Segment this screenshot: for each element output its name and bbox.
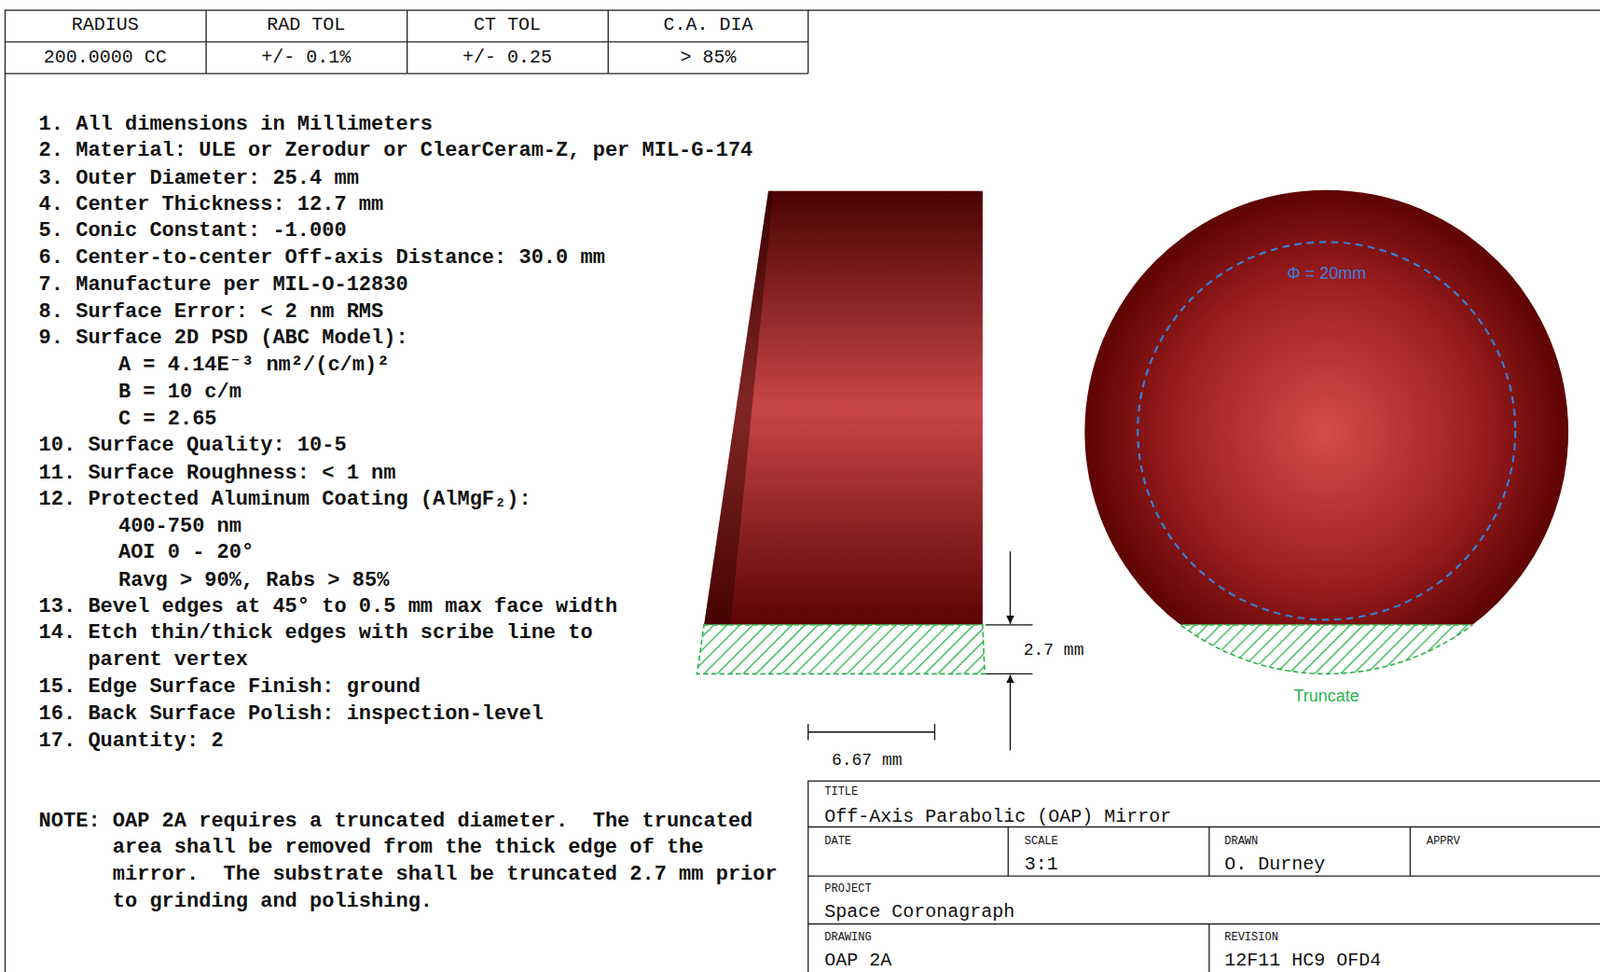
spec-note: 16. Back Surface Polish: inspection-leve… (39, 701, 544, 729)
title-block-heading: APPRV (1426, 827, 1461, 855)
title-block-heading: DATE (824, 827, 852, 855)
spec-note: 2. Material: ULE or Zerodur or ClearCera… (39, 137, 754, 166)
title-block-value: Space Coronagraph (824, 898, 1015, 926)
title-block-heading: DRAWN (1224, 827, 1258, 855)
table-cell: +/- 0.25 (462, 44, 552, 72)
title-block-value: 3:1 (1024, 851, 1059, 879)
table-cell: C.A. DIA (662, 12, 753, 40)
dimension-lines (808, 551, 1034, 750)
title-block-heading: PROJECT (824, 875, 871, 903)
title-block-heading: TITLE (824, 778, 858, 806)
title-block-value: Off-Axis Parabolic (OAP) Mirror (824, 802, 1172, 830)
spec-table (4, 10, 808, 74)
spec-note: 9. Surface 2D PSD (ABC Model): (39, 325, 409, 353)
spec-note: AOI 0 - 20° (118, 539, 254, 567)
spec-note: Ravg > 90%, Rabs > 85% (118, 566, 389, 594)
table-cell: RADIUS (71, 12, 139, 40)
spec-note: 11. Surface Roughness: < 1 nm (39, 459, 397, 487)
title-block (808, 780, 1600, 972)
dimension-label: 2.7 mm (1023, 636, 1085, 664)
table-cell: +/- 0.1% (261, 44, 351, 72)
spec-note: C = 2.65 (118, 405, 218, 433)
spec-note: 3. Outer Diameter: 25.4 mm (39, 165, 359, 193)
title-block-heading: DRAWING (824, 923, 871, 951)
spec-note: 10. Surface Quality: 10-5 (39, 432, 347, 460)
spec-note: B = 10 c/m (118, 379, 242, 407)
spec-note: 6. Center-to-center Off-axis Distance: 3… (39, 244, 606, 272)
spec-note: 1. All dimensions in Millimeters (39, 110, 433, 138)
spec-note: 400-750 nm (118, 512, 242, 540)
spec-note: A = 4.14E⁻³ nm²/(c/m)² (118, 351, 390, 379)
spec-note: 15. Edge Surface Finish: ground (39, 673, 421, 701)
aperture-label: Φ = 20mm (1286, 260, 1366, 288)
truncate-label: Truncate (1294, 682, 1360, 710)
title-block-heading: REVISION (1224, 923, 1279, 951)
table-cell: RAD TOL (266, 12, 345, 40)
table-cell: > 85% (679, 44, 736, 72)
spec-note: 4. Center Thickness: 12.7 mm (39, 192, 385, 220)
spec-note: 13. Bevel edges at 45° to 0.5 mm max fac… (39, 593, 619, 621)
title-block-value: O. Durney (1224, 851, 1325, 879)
spec-note: 12. Protected Aluminum Coating (AlMgF₂): (39, 486, 532, 514)
dimension-label: 6.67 mm (831, 746, 903, 774)
table-cell: 200.0000 CC (43, 44, 167, 72)
spec-note: 8. Surface Error: < 2 nm RMS (39, 298, 385, 326)
front-view (1084, 190, 1569, 675)
title-block-value: OAP 2A (824, 946, 892, 972)
title-block-value: 12F11 HC9 OFD4 (1224, 946, 1381, 972)
side-view (696, 191, 985, 675)
title-block-heading: SCALE (1024, 827, 1059, 855)
page-frame (4, 10, 1600, 972)
spec-note: 5. Conic Constant: -1.000 (39, 218, 347, 246)
clear-aperture (1137, 241, 1516, 620)
table-cell: CT TOL (473, 12, 541, 40)
spec-note: 17. Quantity: 2 (39, 727, 224, 755)
spec-note: 14. Etch thin/thick edges with scribe li… (39, 620, 631, 675)
spec-note: 7. Manufacture per MIL-O-12830 (39, 272, 409, 300)
truncation-note: NOTE: OAP 2A requires a truncated diamet… (39, 808, 778, 916)
